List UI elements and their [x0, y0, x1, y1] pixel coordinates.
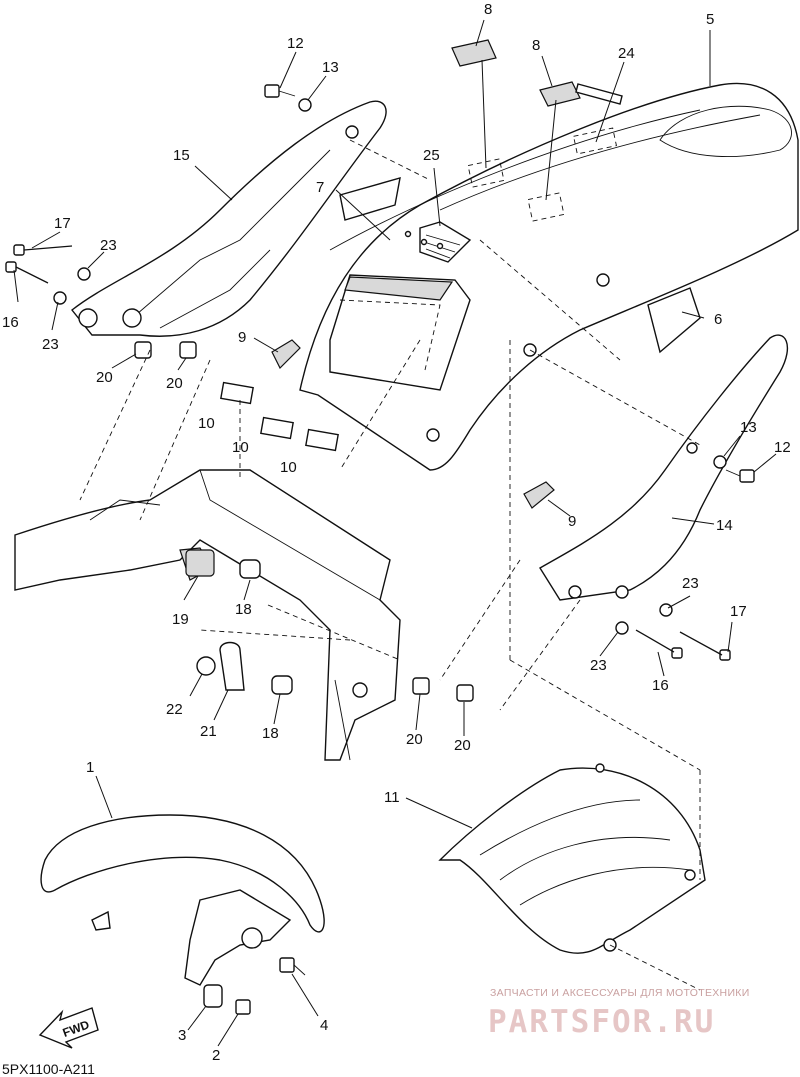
callout-8: 8	[484, 1, 492, 18]
front-fender-1	[40, 814, 325, 1015]
fwd-arrow: FWD	[38, 1007, 99, 1049]
callout-10: 10	[198, 415, 215, 432]
assembly-lines	[79, 139, 701, 991]
callout-20: 20	[406, 731, 423, 748]
callouts: 12 13 8 8 5 24 15 25 7 17 23 16 23 6 9 2…	[2, 1, 791, 1064]
rear-inner-fender-11	[438, 763, 706, 954]
callout-23: 23	[100, 237, 117, 254]
decal-8-a	[451, 39, 497, 67]
callout-12: 12	[774, 439, 791, 456]
callout-8: 8	[532, 37, 540, 54]
callout-9: 9	[238, 329, 246, 346]
callout-20: 20	[166, 375, 183, 392]
frame	[14, 469, 401, 761]
fasteners	[5, 84, 755, 702]
leader-lines	[13, 19, 777, 1047]
callout-23: 23	[42, 336, 59, 353]
watermark-logo: PARTSFOR.RU	[488, 1004, 715, 1040]
callout-16: 16	[652, 677, 669, 694]
callout-2: 2	[212, 1047, 220, 1064]
callout-17: 17	[54, 215, 71, 232]
callout-18: 18	[262, 725, 279, 742]
callout-15: 15	[173, 147, 190, 164]
callout-1: 1	[86, 759, 94, 776]
callout-20: 20	[96, 369, 113, 386]
callout-17: 17	[730, 603, 747, 620]
decal-7	[339, 177, 401, 221]
callout-4: 4	[320, 1017, 328, 1034]
watermark-line1: ЗАПЧАСТИ И АКСЕССУАРЫ ДЛЯ МОТОТЕХНИКИ	[490, 987, 750, 999]
callout-10: 10	[280, 459, 297, 476]
callout-6: 6	[714, 311, 722, 328]
callout-11: 11	[384, 789, 400, 806]
decal-24	[575, 83, 623, 105]
callout-18: 18	[235, 601, 252, 618]
watermark: ЗАПЧАСТИ И АКСЕССУАРЫ ДЛЯ МОТОТЕХНИКИ PA…	[488, 987, 750, 1040]
callout-10: 10	[232, 439, 249, 456]
callout-13: 13	[322, 59, 339, 76]
callout-9: 9	[568, 513, 576, 530]
callout-23: 23	[590, 657, 607, 674]
callout-5: 5	[706, 11, 714, 28]
callout-3: 3	[178, 1027, 186, 1044]
callout-13: 13	[740, 419, 757, 436]
decal-8-b	[539, 81, 581, 107]
rear-fender-5	[299, 82, 799, 471]
callout-22: 22	[166, 701, 183, 718]
callout-7: 7	[316, 179, 324, 196]
callout-12: 12	[287, 35, 304, 52]
callout-23: 23	[682, 575, 699, 592]
callout-21: 21	[200, 723, 217, 740]
callout-24: 24	[618, 45, 635, 62]
decal-6	[647, 287, 701, 354]
grab-bar-14	[539, 334, 789, 601]
callout-20: 20	[454, 737, 471, 754]
callout-16: 16	[2, 314, 19, 331]
diagram-code: 5PX1100-A211	[2, 1061, 95, 1077]
callout-25: 25	[423, 147, 440, 164]
callout-14: 14	[716, 517, 733, 534]
callout-19: 19	[172, 611, 189, 628]
grab-bar-15	[71, 100, 387, 337]
